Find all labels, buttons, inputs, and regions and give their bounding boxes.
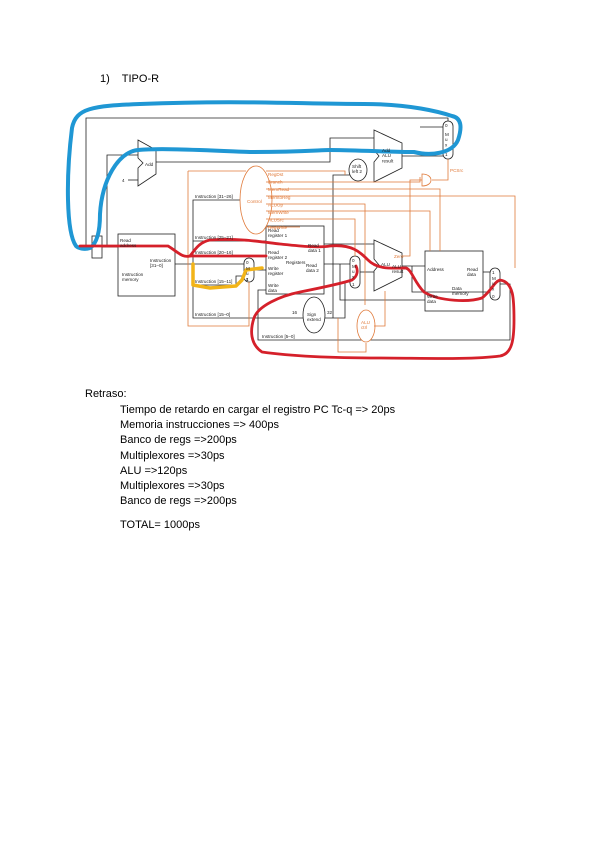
highlight-fetch-path <box>65 100 463 251</box>
delay-line: Banco de regs =>200ps <box>120 434 237 447</box>
mux-pcsrc-one: 1 <box>445 152 448 157</box>
section-heading: 1) TIPO-R <box>100 73 159 85</box>
control-signal-regwrite: RegWrite <box>268 225 288 230</box>
sixteen-label: 16 <box>292 310 298 315</box>
instr-31-26-label: Instruction [31–26] <box>195 194 233 199</box>
control-signal-memwrite: MemWrite <box>268 210 289 215</box>
control-signal-alusrc: ALUSrc <box>268 218 285 223</box>
delay-total: TOTAL= 1000ps <box>120 519 201 531</box>
sign-extend-ellipse <box>302 296 326 334</box>
mux-memtoreg-zero: 0 <box>492 294 495 299</box>
control-label: Control <box>247 199 262 204</box>
instr-25-21-label: Instruction [25–21] <box>195 235 233 240</box>
alu-label: ALU <box>381 262 390 267</box>
alu-shape <box>373 239 403 292</box>
delay-list: Tiempo de retardo en cargar el registro … <box>120 403 395 509</box>
delay-line: Tiempo de retardo en cargar el registro … <box>120 404 396 416</box>
thirtytwo-label: 32 <box>327 310 333 315</box>
instr-20-16-label: Instruction [20–16] <box>195 250 233 255</box>
delay-title: Retraso: <box>85 388 127 400</box>
section-title: TIPO-R <box>121 73 160 85</box>
delay-line: Banco de regs =>200ps <box>120 495 237 508</box>
delay-line: ALU =>120ps <box>120 464 188 477</box>
instruction-memory-box <box>117 233 176 297</box>
control-signal-regdst: RegDst <box>268 172 284 177</box>
delay-line: Memoria instrucciones => 400ps <box>120 419 279 432</box>
mux-pcsrc-zero: 0 <box>445 123 448 128</box>
highlight-mux-path <box>191 262 264 290</box>
address-label: Address <box>427 267 445 272</box>
instr-15-0-label: Instruction [15–0] <box>195 312 230 317</box>
mux-memtoreg-one: 1 <box>492 270 495 275</box>
control-signal-branch: Branch <box>268 180 283 185</box>
control-unit-ellipse <box>239 165 273 235</box>
control-signal-memread: MemRead <box>268 187 290 192</box>
register-file-box <box>265 225 325 295</box>
delay-line: Multiplexores =>30ps <box>120 449 225 462</box>
instr-15-11-label: Instruction [15–11] <box>195 279 232 284</box>
delay-line: Multiplexores =>30ps <box>120 480 225 493</box>
mux-regdst-one: 1 <box>246 277 249 282</box>
shift-left-2-ellipse <box>348 158 368 182</box>
registers-label: Registers <box>286 260 306 265</box>
section-number: 1) <box>100 73 110 85</box>
highlight-rtype-path <box>78 238 516 360</box>
control-signal-aluop: ALUOp <box>268 202 284 207</box>
mux-alusrc-one: 1 <box>352 282 355 287</box>
instruction-out-label: Instruction[31–0] <box>150 258 172 268</box>
zero-label: Zero <box>394 254 404 259</box>
add-left-label: Add <box>145 162 154 167</box>
pcsrc-label: PCSrc <box>450 168 464 173</box>
control-signal-memtoreg: MemtoReg <box>268 195 291 200</box>
four-label: 4 <box>122 178 125 183</box>
mux-regdst-zero: 0 <box>246 260 249 265</box>
instr-5-0-label: Instruction [5–0] <box>262 334 295 339</box>
mux-alusrc-zero: 0 <box>352 258 355 263</box>
